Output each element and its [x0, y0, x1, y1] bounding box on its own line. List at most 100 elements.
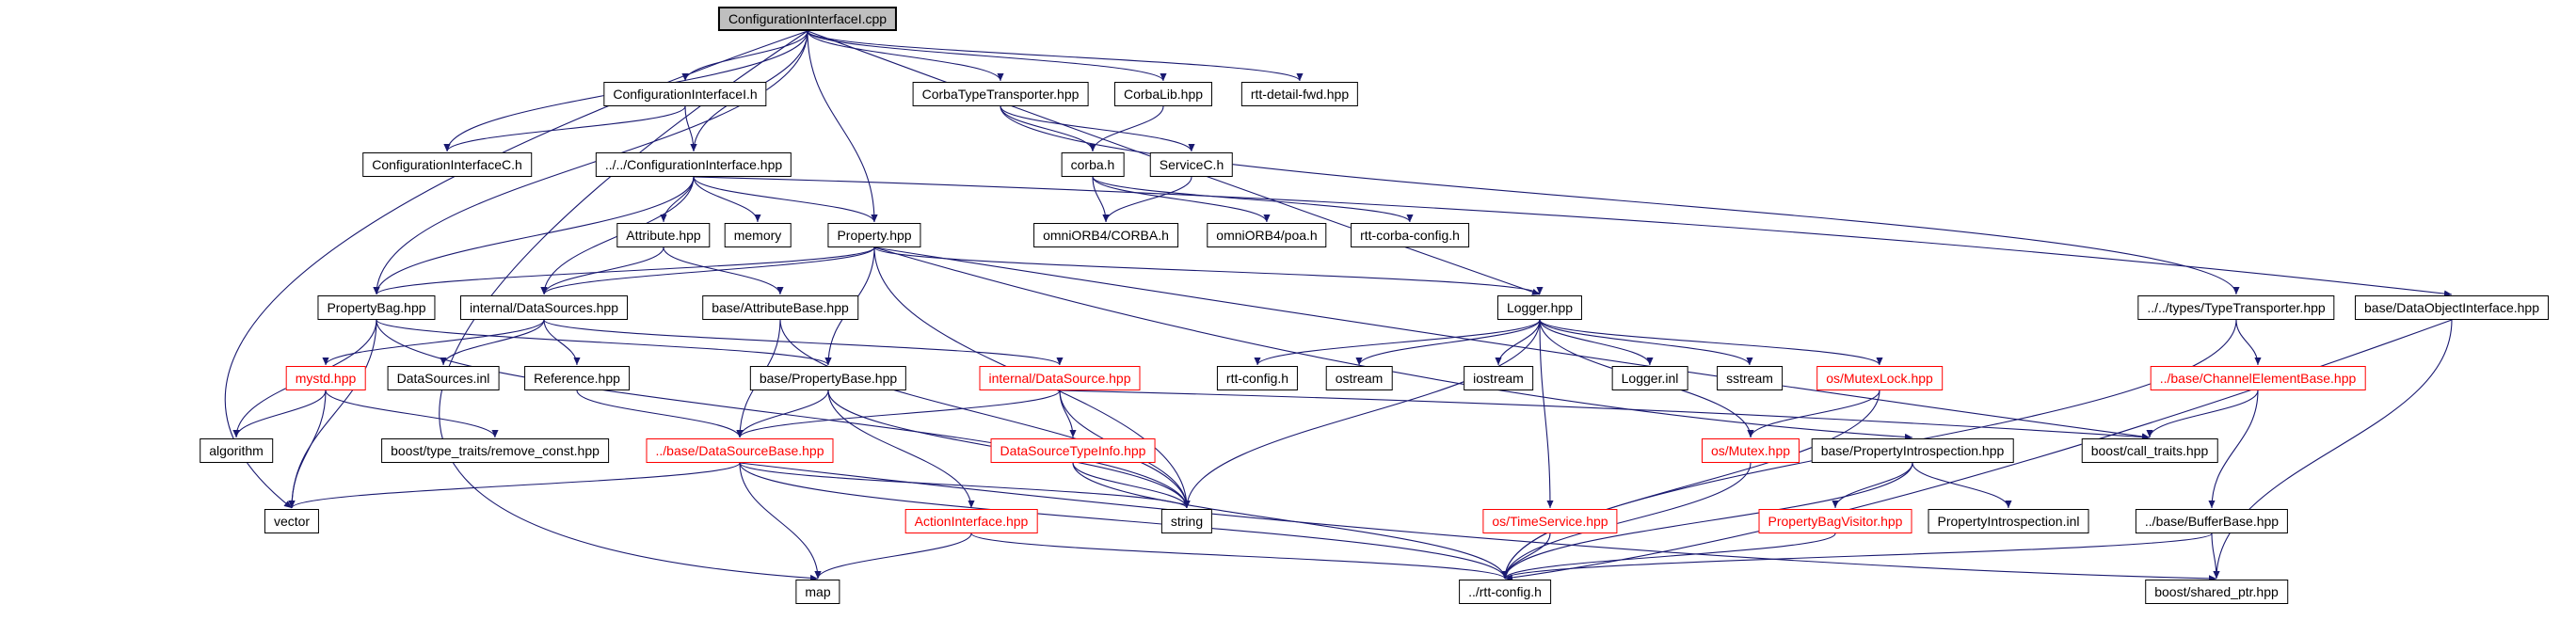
node-ci[interactable]: ../../ConfigurationInterface.hpp	[595, 152, 792, 177]
edge-mystd-vec	[288, 389, 327, 509]
node-doi[interactable]: base/DataObjectInterface.hpp	[2354, 295, 2550, 320]
node-prop[interactable]: Property.hpp	[827, 223, 921, 247]
node-ctt[interactable]: CorbaTypeTransporter.hpp	[912, 82, 1089, 106]
edge-pbag-vec	[288, 319, 377, 509]
edge-ds-bct	[1059, 389, 2151, 441]
edge-ctt-tt	[1000, 105, 2240, 295]
node-dsb[interactable]: ../base/DataSourceBase.hpp	[646, 438, 834, 463]
edge-ai-map	[814, 533, 972, 580]
node-pbag[interactable]: PropertyBag.hpp	[317, 295, 436, 320]
edge-dsb-vec	[288, 462, 741, 509]
edge-dss-ds	[543, 319, 1064, 366]
edge-cih-cic	[443, 105, 686, 152]
edge-mystd-algo	[232, 389, 327, 438]
node-pi[interactable]: base/PropertyIntrospection.hpp	[1811, 438, 2014, 463]
node-ref[interactable]: Reference.hpp	[524, 366, 630, 390]
edge-ctt-corba	[1000, 105, 1096, 152]
edge-pb-ai	[827, 389, 975, 509]
edge-dsb-str	[739, 462, 1191, 509]
edge-log-sst	[1539, 319, 1753, 366]
edge-pi-rc9	[1501, 462, 1913, 580]
node-pbv[interactable]: PropertyBagVisitor.hpp	[1758, 509, 1912, 533]
node-cic[interactable]: ConfigurationInterfaceC.h	[362, 152, 532, 177]
node-bct[interactable]: boost/call_traits.hpp	[2081, 438, 2218, 463]
node-rcc[interactable]: rtt-corba-config.h	[1351, 223, 1469, 247]
node-vec[interactable]: vector	[264, 509, 320, 533]
node-ocorba[interactable]: omniORB4/CORBA.h	[1033, 223, 1178, 247]
edge-log-str	[1183, 319, 1541, 509]
node-piinl[interactable]: PropertyIntrospection.inl	[1928, 509, 2089, 533]
edge-bb-bsp	[2211, 533, 2220, 580]
edge-ci-mem	[693, 176, 761, 223]
node-str[interactable]: string	[1160, 509, 1213, 533]
edge-ds-dsti	[1059, 389, 1077, 438]
edge-prop-log	[873, 246, 1544, 295]
node-dsti[interactable]: DataSourceTypeInfo.hpp	[990, 438, 1156, 463]
node-btrc[interactable]: boost/type_traits/remove_const.hpp	[381, 438, 609, 463]
edge-ci-pbag	[373, 176, 695, 295]
node-ts[interactable]: os/TimeService.hpp	[1482, 509, 1618, 533]
node-map[interactable]: map	[795, 580, 840, 604]
edge-mutex-rc9	[1501, 462, 1752, 580]
node-rc6[interactable]: rtt-config.h	[1216, 366, 1299, 390]
edge-ctt-svc	[1000, 105, 1195, 152]
node-log[interactable]: Logger.hpp	[1496, 295, 1583, 320]
edge-ci-doi	[693, 176, 2453, 297]
edge-ab-str	[779, 319, 1191, 509]
node-opoa[interactable]: omniORB4/poa.h	[1207, 223, 1327, 247]
node-mlock[interactable]: os/MutexLock.hpp	[1816, 366, 1943, 390]
node-clib[interactable]: CorbaLib.hpp	[1113, 82, 1213, 106]
node-mem[interactable]: memory	[724, 223, 792, 247]
edge-ceb-bb	[2208, 389, 2259, 509]
node-rc9[interactable]: ../rtt-config.h	[1459, 580, 1551, 604]
node-tt[interactable]: ../../types/TypeTransporter.hpp	[2137, 295, 2335, 320]
edge-log-iost	[1495, 319, 1541, 366]
edge-log-mlock	[1539, 319, 1883, 366]
edge-dsti-str	[1072, 462, 1191, 509]
edge-attr-dss	[540, 246, 664, 295]
edge-pbag-str	[376, 319, 1191, 509]
node-corba[interactable]: corba.h	[1061, 152, 1125, 177]
node-ds[interactable]: internal/DataSource.hpp	[979, 366, 1141, 390]
edge-cpp-rdf	[807, 30, 1304, 82]
edge-log-loginl	[1539, 319, 1654, 366]
edge-prop-bct	[873, 246, 2151, 440]
node-pb[interactable]: base/PropertyBase.hpp	[749, 366, 907, 390]
node-iost[interactable]: iostream	[1464, 366, 1533, 390]
edge-pi-pbv	[1832, 462, 1913, 509]
edge-corba-opoa	[1092, 176, 1271, 223]
node-cpp[interactable]: ConfigurationInterfaceI.cpp	[717, 7, 898, 31]
node-ost[interactable]: ostream	[1325, 366, 1393, 390]
node-dss[interactable]: internal/DataSources.hpp	[460, 295, 628, 320]
edge-cih-ci	[684, 105, 697, 152]
node-cih[interactable]: ConfigurationInterfaceI.h	[603, 82, 767, 106]
edge-corba-rcc	[1092, 176, 1414, 223]
node-attr[interactable]: Attribute.hpp	[616, 223, 711, 247]
node-rdf[interactable]: rtt-detail-fwd.hpp	[1240, 82, 1359, 106]
edge-mystd-btrc	[325, 389, 499, 438]
edge-dsb-map	[739, 462, 822, 580]
edge-ceb-bct	[2146, 389, 2259, 438]
edge-cpp-ctt	[807, 30, 1004, 82]
node-bb[interactable]: ../base/BufferBase.hpp	[2135, 509, 2289, 533]
node-loginl[interactable]: Logger.inl	[1611, 366, 1688, 390]
node-bsp[interactable]: boost/shared_ptr.hpp	[2145, 580, 2288, 604]
edge-mlock-mutex	[1747, 389, 1880, 438]
node-sst[interactable]: sstream	[1717, 366, 1783, 390]
edge-ds-dsb	[736, 389, 1061, 438]
node-mystd[interactable]: mystd.hpp	[285, 366, 366, 390]
edge-dss-dsinl	[440, 319, 545, 366]
node-ai[interactable]: ActionInterface.hpp	[904, 509, 1038, 533]
node-ab[interactable]: base/AttributeBase.hpp	[702, 295, 858, 320]
edge-ci-attr	[660, 176, 695, 223]
edge-bb-rc9	[1501, 533, 2213, 580]
node-dsinl[interactable]: DataSources.inl	[387, 366, 500, 390]
node-algo[interactable]: algorithm	[200, 438, 273, 463]
node-svc[interactable]: ServiceC.h	[1149, 152, 1234, 177]
edge-pi-piinl	[1912, 462, 2012, 509]
edge-cpp-prop	[807, 30, 878, 223]
edge-svc-ocorba	[1102, 176, 1192, 223]
node-ceb[interactable]: ../base/ChannelElementBase.hpp	[2150, 366, 2366, 390]
node-mutex[interactable]: os/Mutex.hpp	[1701, 438, 1800, 463]
